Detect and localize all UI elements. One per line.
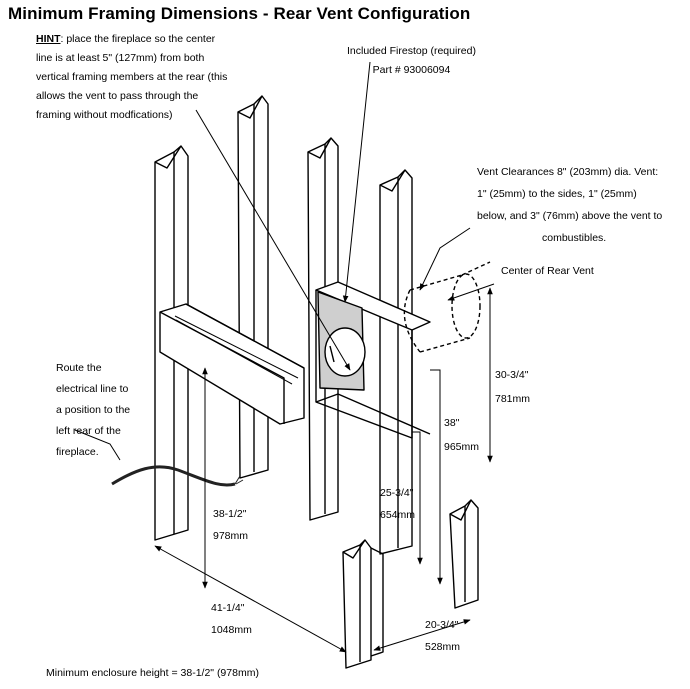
- clearance-line: combustibles.: [542, 232, 607, 244]
- hint-label: HINT: [36, 33, 61, 45]
- hint-line: framing without modfications): [36, 109, 173, 121]
- rear-left-stud: [237, 95, 269, 479]
- firestop-line: Included Firestop (required): [347, 45, 476, 57]
- hint-line: line is at least 5" (127mm) from both: [36, 52, 205, 64]
- dim-41-1-4: 41-1/4" 1048mm: [211, 597, 252, 641]
- hint-line: : place the fireplace so the center: [60, 33, 216, 45]
- hint-text: HINT: place the fireplace so the center …: [36, 30, 227, 125]
- dim-imperial: 38-1/2": [213, 508, 247, 520]
- dim-25-3-4: 25-3/4" 654mm: [380, 482, 415, 526]
- vent-header-box: [315, 281, 431, 439]
- electrical-cable: [111, 465, 244, 487]
- dim-20-3-4-line: [373, 619, 471, 651]
- electrical-label: Route the electrical line to a position …: [56, 358, 130, 463]
- hint-line: allows the vent to pass through the: [36, 90, 199, 102]
- dim-metric: 965mm: [444, 441, 480, 453]
- center-rear-vent-label: Center of Rear Vent: [501, 265, 594, 277]
- dim-imperial: 38": [444, 417, 460, 429]
- dim-41-1-4-line: [154, 545, 347, 653]
- firestop-label: Included Firestop (required) Part # 9300…: [347, 42, 476, 80]
- hint-line: vertical framing members at the rear (th…: [36, 71, 228, 83]
- dim-imperial: 25-3/4": [380, 487, 414, 499]
- dim-20-3-4: 20-3/4" 528mm: [425, 614, 460, 658]
- electrical-line: left rear of the: [56, 425, 121, 437]
- electrical-line: electrical line to: [56, 383, 129, 395]
- dim-metric: 978mm: [213, 530, 249, 542]
- vent-pipe: [324, 327, 366, 377]
- clearance-line: Vent Clearances 8" (203mm) dia. Vent:: [477, 166, 659, 178]
- dim-metric: 1048mm: [211, 624, 252, 636]
- dim-30-3-4: 30-3/4" 781mm: [495, 363, 530, 411]
- clearance-line: 1" (25mm) to the sides, 1" (25mm): [477, 188, 637, 200]
- page-title: Minimum Framing Dimensions - Rear Vent C…: [8, 4, 471, 23]
- front-right-stud-lower: [342, 539, 384, 669]
- clearance-leader: [419, 227, 471, 291]
- footer-note: Minimum enclosure height = 38-1/2" (978m…: [46, 667, 259, 679]
- dim-metric: 781mm: [495, 393, 531, 405]
- dim-38: 38" 965mm: [444, 411, 479, 459]
- electrical-line: a position to the: [56, 404, 131, 416]
- center-vent-leader: [447, 283, 495, 301]
- vent-clearances-label: Vent Clearances 8" (203mm) dia. Vent: 1"…: [477, 161, 662, 249]
- dim-38-line: [430, 369, 443, 585]
- rear-right-stud: [379, 169, 413, 555]
- firestop-leader: [342, 61, 371, 303]
- electrical-line: fireplace.: [56, 446, 99, 458]
- clearance-line: below, and 3" (76mm) above the vent to: [477, 210, 663, 222]
- dim-imperial: 41-1/4": [211, 602, 245, 614]
- dim-metric: 528mm: [425, 641, 461, 653]
- firestop-part-number: Part # 93006094: [372, 64, 451, 76]
- dim-38-1-2: 38-1/2" 978mm: [213, 503, 248, 547]
- electrical-leader: [74, 429, 121, 461]
- rear-right-stud-lower: [449, 499, 479, 609]
- dim-25-3-4-line: [412, 431, 423, 565]
- dim-imperial: 30-3/4": [495, 369, 529, 381]
- hint-leader: [195, 109, 351, 371]
- dim-metric: 654mm: [380, 509, 416, 521]
- vent-outline: [403, 261, 491, 353]
- electrical-line: Route the: [56, 362, 102, 374]
- front-header-beam: [159, 303, 305, 425]
- dim-imperial: 20-3/4": [425, 619, 459, 631]
